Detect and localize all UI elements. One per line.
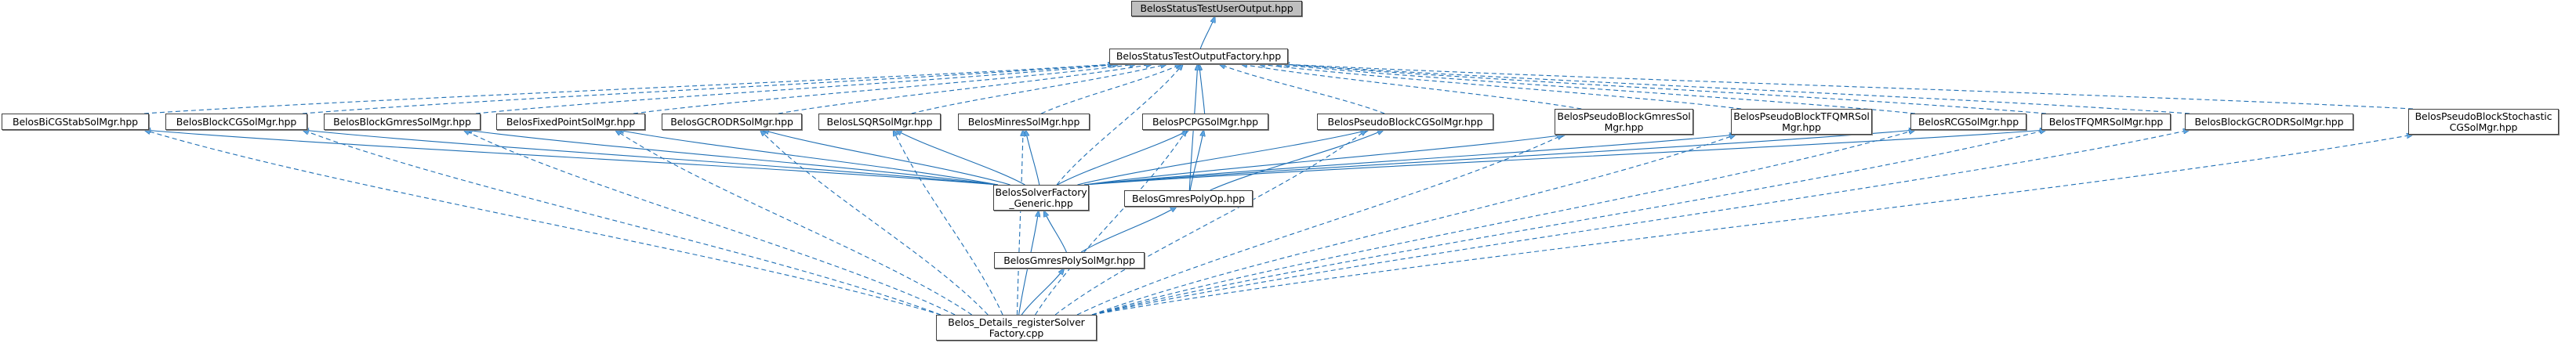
graph-edge	[1016, 130, 1023, 316]
graph-node-label: BelosRCGSolMgr.hpp	[1917, 115, 2019, 128]
graph-node[interactable]: BelosSolverFactory _Generic.hpp	[993, 185, 1089, 211]
graph-node-label: BelosBlockGmresSolMgr.hpp	[333, 115, 471, 128]
graph-node-label: BelosPseudoBlockStochastic CGSolMgr.hpp	[2415, 110, 2552, 133]
graph-edge	[1189, 130, 1203, 191]
graph-node[interactable]: BelosStatusTestOutputFactory.hpp	[1109, 49, 1288, 64]
graph-edge	[1283, 64, 2047, 114]
graph-node[interactable]: BelosStatusTestUserOutput.hpp	[1131, 1, 1302, 16]
graph-edge	[1210, 130, 1384, 191]
graph-edge	[1219, 64, 1385, 114]
graph-node-label: BelosStatusTestOutputFactory.hpp	[1116, 50, 1282, 62]
graph-edge	[303, 130, 999, 186]
graph-node-label: BelosBlockCGSolMgr.hpp	[176, 115, 297, 128]
graph-edge	[143, 64, 1114, 114]
graph-edge	[1083, 135, 1566, 186]
graph-edge	[618, 130, 999, 186]
graph-node[interactable]: BelosBlockCGSolMgr.hpp	[165, 114, 307, 130]
graph-edge	[1091, 130, 2046, 316]
graph-node-label: BelosBiCGStabSolMgr.hpp	[12, 115, 139, 128]
graph-node-label: BelosLSQRSolMgr.hpp	[826, 115, 933, 128]
graph-edge	[1283, 64, 2414, 110]
graph-node[interactable]: BelosBlockGmresSolMgr.hpp	[324, 114, 481, 130]
graph-node[interactable]: Belos_Details_registerSolver Factory.cpp	[936, 315, 1097, 341]
graph-node[interactable]: BelosMinresSolMgr.hpp	[958, 114, 1090, 130]
graph-node-label: BelosFixedPointSolMgr.hpp	[506, 115, 636, 128]
graph-edge	[1035, 130, 1187, 316]
graph-node-label: BelosStatusTestUserOutput.hpp	[1140, 2, 1293, 14]
graph-node-label: BelosPseudoBlockGmresSol Mgr.hpp	[1557, 110, 1691, 133]
graph-edge	[1091, 130, 2190, 316]
graph-edge	[1057, 130, 1189, 186]
graph-node[interactable]: BelosPseudoBlockTFQMRSol Mgr.hpp	[1731, 109, 1872, 135]
graph-edge	[1259, 64, 1742, 110]
graph-edge	[1054, 130, 1366, 316]
graph-edge	[1199, 16, 1214, 49]
graph-edge	[893, 130, 1003, 316]
graph-edge	[911, 64, 1167, 114]
graph-node-label: BelosSolverFactory _Generic.hpp	[995, 186, 1087, 209]
graph-edge	[1077, 130, 1369, 186]
graph-node[interactable]: BelosRCGSolMgr.hpp	[1910, 114, 2026, 130]
graph-node[interactable]: BelosPseudoBlockCGSolMgr.hpp	[1317, 114, 1493, 130]
graph-node[interactable]: BelosGmresPolySolMgr.hpp	[994, 252, 1145, 269]
graph-edge	[303, 130, 942, 316]
graph-edge	[763, 130, 1010, 186]
graph-edge	[1091, 135, 2413, 316]
graph-edge	[475, 64, 1119, 114]
graph-edge	[1091, 130, 1915, 316]
graph-edge	[1025, 130, 1040, 186]
graph-edge	[1283, 64, 2190, 114]
graph-edge	[1083, 130, 1915, 186]
graph-edge	[633, 64, 1136, 114]
graph-edge	[1021, 269, 1064, 316]
graph-edge	[778, 64, 1152, 114]
graph-node[interactable]: BelosBiCGStabSolMgr.hpp	[2, 114, 149, 130]
graph-node-label: BelosPCPGSolMgr.hpp	[1152, 115, 1259, 128]
graph-edge	[1080, 207, 1177, 253]
graph-edge	[1056, 64, 1183, 186]
graph-edge	[1044, 211, 1067, 253]
graph-edge	[1091, 135, 1736, 316]
graph-node-label: BelosMinresSolMgr.hpp	[967, 115, 1080, 128]
graph-node[interactable]: BelosGCRODRSolMgr.hpp	[662, 114, 802, 130]
graph-edge	[896, 130, 1025, 186]
graph-node-label: BelosGmresPolySolMgr.hpp	[1003, 254, 1135, 266]
graph-edge	[615, 130, 972, 316]
graph-node-label: BelosTFQMRSolMgr.hpp	[2048, 115, 2164, 128]
graph-node[interactable]: BelosGmresPolyOp.hpp	[1124, 190, 1253, 207]
graph-edge	[1199, 64, 1206, 114]
graph-node-label: Belos_Details_registerSolver Factory.cpp	[948, 316, 1085, 339]
graph-node[interactable]: BelosLSQRSolMgr.hpp	[818, 114, 941, 130]
graph-edge	[1275, 64, 1916, 114]
graph-edge	[1076, 135, 1563, 316]
graph-node-label: BelosPseudoBlockTFQMRSol Mgr.hpp	[1733, 110, 1870, 133]
graph-edge	[1083, 135, 1736, 186]
graph-edge	[144, 130, 942, 316]
graph-edge	[1041, 64, 1181, 114]
graph-node[interactable]: BelosTFQMRSolMgr.hpp	[2041, 114, 2171, 130]
graph-edge	[463, 130, 956, 316]
graph-edge	[144, 130, 999, 186]
graph-node-label: BelosGCRODRSolMgr.hpp	[670, 115, 793, 128]
graph-node[interactable]: BelosFixedPointSolMgr.hpp	[496, 114, 645, 130]
graph-node-label: BelosBlockGCRODRSolMgr.hpp	[2194, 115, 2344, 128]
graph-edge	[1241, 64, 1582, 110]
edges-group	[143, 16, 2414, 316]
graph-node[interactable]: BelosPseudoBlockGmresSol Mgr.hpp	[1555, 109, 1693, 135]
graph-node[interactable]: BelosPseudoBlockStochastic CGSolMgr.hpp	[2408, 109, 2559, 135]
graph-edge	[760, 130, 989, 316]
graph-edge	[1083, 130, 2046, 186]
graph-node[interactable]: BelosBlockGCRODRSolMgr.hpp	[2185, 114, 2353, 130]
graph-node[interactable]: BelosPCPGSolMgr.hpp	[1142, 114, 1268, 130]
graph-node-label: BelosGmresPolyOp.hpp	[1132, 192, 1245, 204]
graph-node-label: BelosPseudoBlockCGSolMgr.hpp	[1327, 115, 1483, 128]
graph-edge	[466, 130, 999, 186]
